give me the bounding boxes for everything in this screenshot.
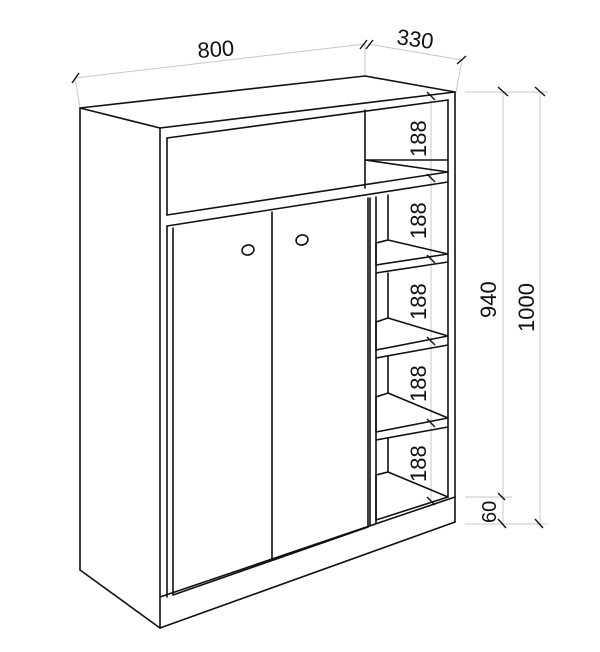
total-height-label: 1000 <box>514 283 539 332</box>
dimension-lines <box>74 43 548 525</box>
left-door-handle <box>241 244 255 256</box>
shelf-gap-label-2: 188 <box>406 202 431 239</box>
shelf-gap-label-4: 188 <box>406 365 431 402</box>
wardrobe-body <box>79 75 456 629</box>
plinth-label: 60 <box>479 501 501 523</box>
width-label: 800 <box>197 35 235 63</box>
body-height-label: 940 <box>476 281 501 318</box>
dimension-ticks <box>71 39 546 529</box>
shelf-gap-label-5: 188 <box>406 445 431 482</box>
shelf-gap-label-3: 188 <box>406 283 431 320</box>
shelf-gap-label-1: 188 <box>406 120 431 157</box>
depth-label: 330 <box>395 24 435 54</box>
doors <box>166 197 369 598</box>
right-door-handle <box>295 234 309 246</box>
